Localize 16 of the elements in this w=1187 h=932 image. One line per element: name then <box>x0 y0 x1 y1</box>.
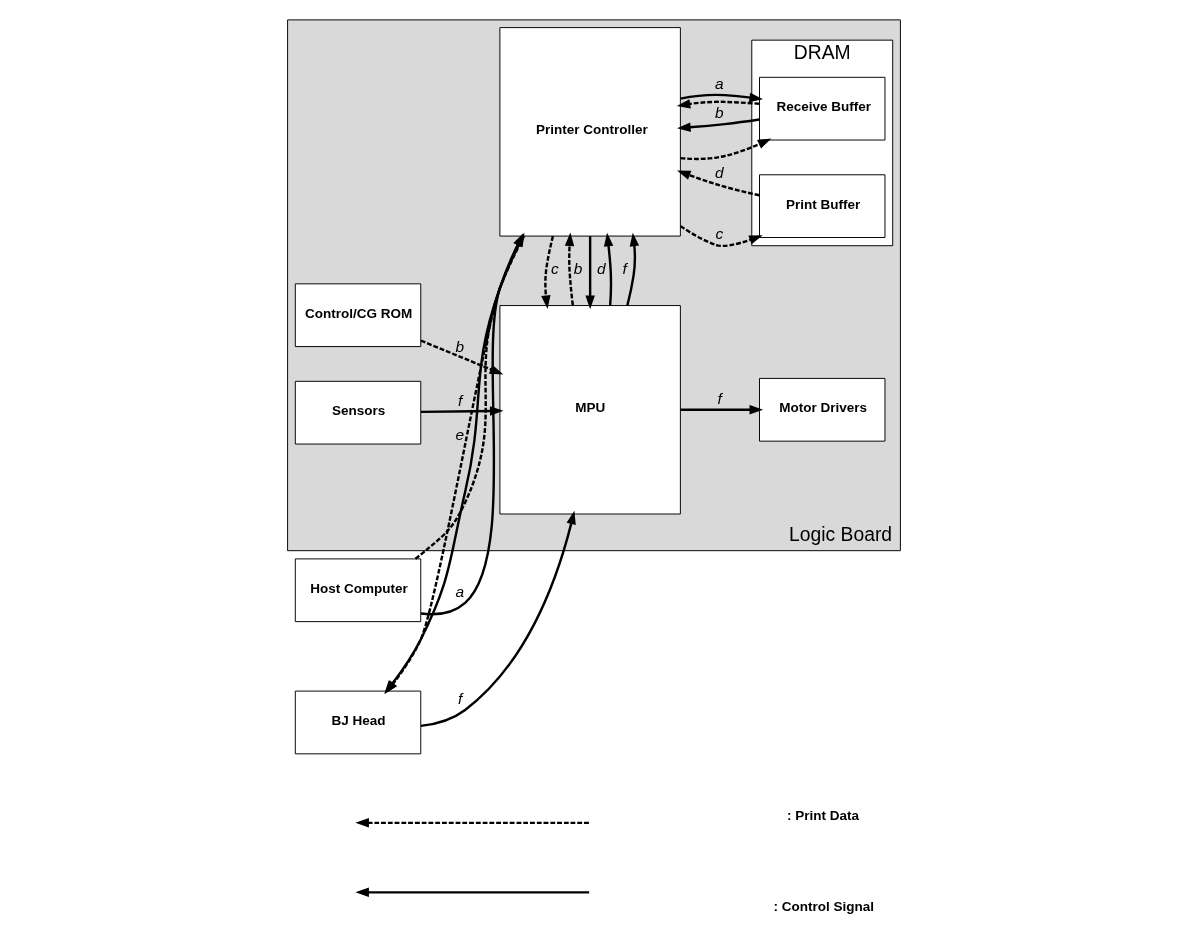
edge-label: d <box>714 163 724 181</box>
edge-label: b <box>714 104 724 122</box>
edge-label: b <box>573 259 582 277</box>
edge-label: c <box>550 259 559 277</box>
edge-label: c <box>715 224 723 242</box>
legend-label: : Print Data <box>786 807 859 823</box>
edge-label: f <box>457 689 462 707</box>
edge-label: a <box>455 582 464 600</box>
edge-label: e <box>455 425 464 443</box>
legend-label: : Control Signal <box>773 899 874 915</box>
edge-label: f <box>621 259 627 277</box>
edge-label: d <box>596 259 605 277</box>
edge-label: b <box>455 337 464 355</box>
edge-label: f <box>717 389 722 407</box>
edge-label: f <box>457 391 462 409</box>
edge-label: a <box>714 75 724 93</box>
